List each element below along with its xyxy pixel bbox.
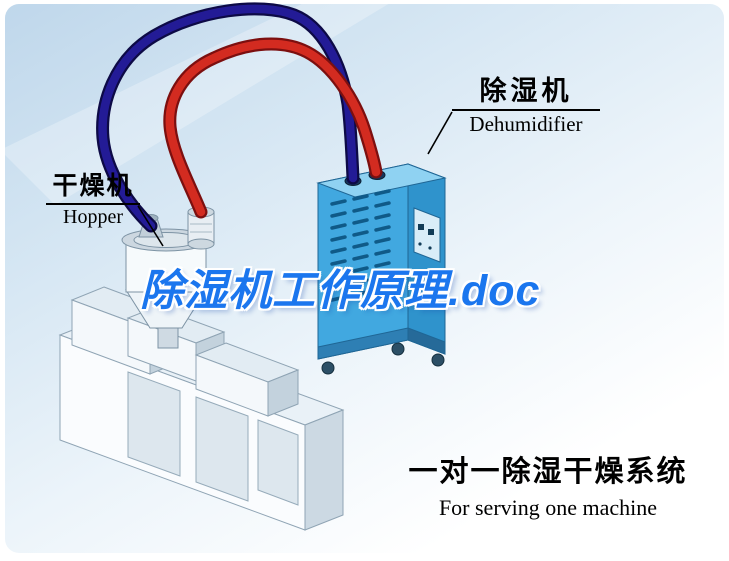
caption-en: For serving one machine (438, 495, 658, 520)
machine-door-panel (257, 419, 299, 506)
dehumidifier-label-zh: 除湿机 (479, 76, 573, 106)
caster-wheel (321, 361, 335, 375)
caption-zh: 一对一除湿干燥系统 (408, 456, 688, 488)
hopper-label-en: Hopper (63, 205, 123, 228)
dehumidifier-label: 除湿机 Dehumidifier (452, 76, 600, 137)
machine-door-panel (195, 396, 249, 502)
watermark-text: 除湿机工作原理.doc (140, 267, 541, 315)
hopper-illustration (121, 206, 215, 349)
hopper-label-underline (46, 202, 140, 205)
caption: 一对一除湿干燥系统 For serving one machine (398, 448, 698, 521)
extruder-illustration (58, 286, 345, 531)
control-panel (413, 207, 441, 263)
dehumidifier-illustration (316, 163, 447, 375)
return-pipe (163, 37, 383, 219)
dehumidifier-label-underline (452, 109, 600, 112)
hopper-label-zh: 干燥机 (52, 172, 134, 200)
dehumidifier-leader-line (427, 111, 453, 155)
vent-grille (330, 189, 391, 302)
caster-wheel (391, 342, 405, 356)
hopper-label: 干燥机 Hopper (46, 172, 140, 229)
caster-wheel (431, 353, 445, 367)
machine-door-panel (127, 371, 181, 477)
leader-lines (137, 111, 453, 247)
dehumidifier-label-en: Dehumidifier (469, 112, 583, 137)
hopper-leader-line (137, 205, 164, 247)
